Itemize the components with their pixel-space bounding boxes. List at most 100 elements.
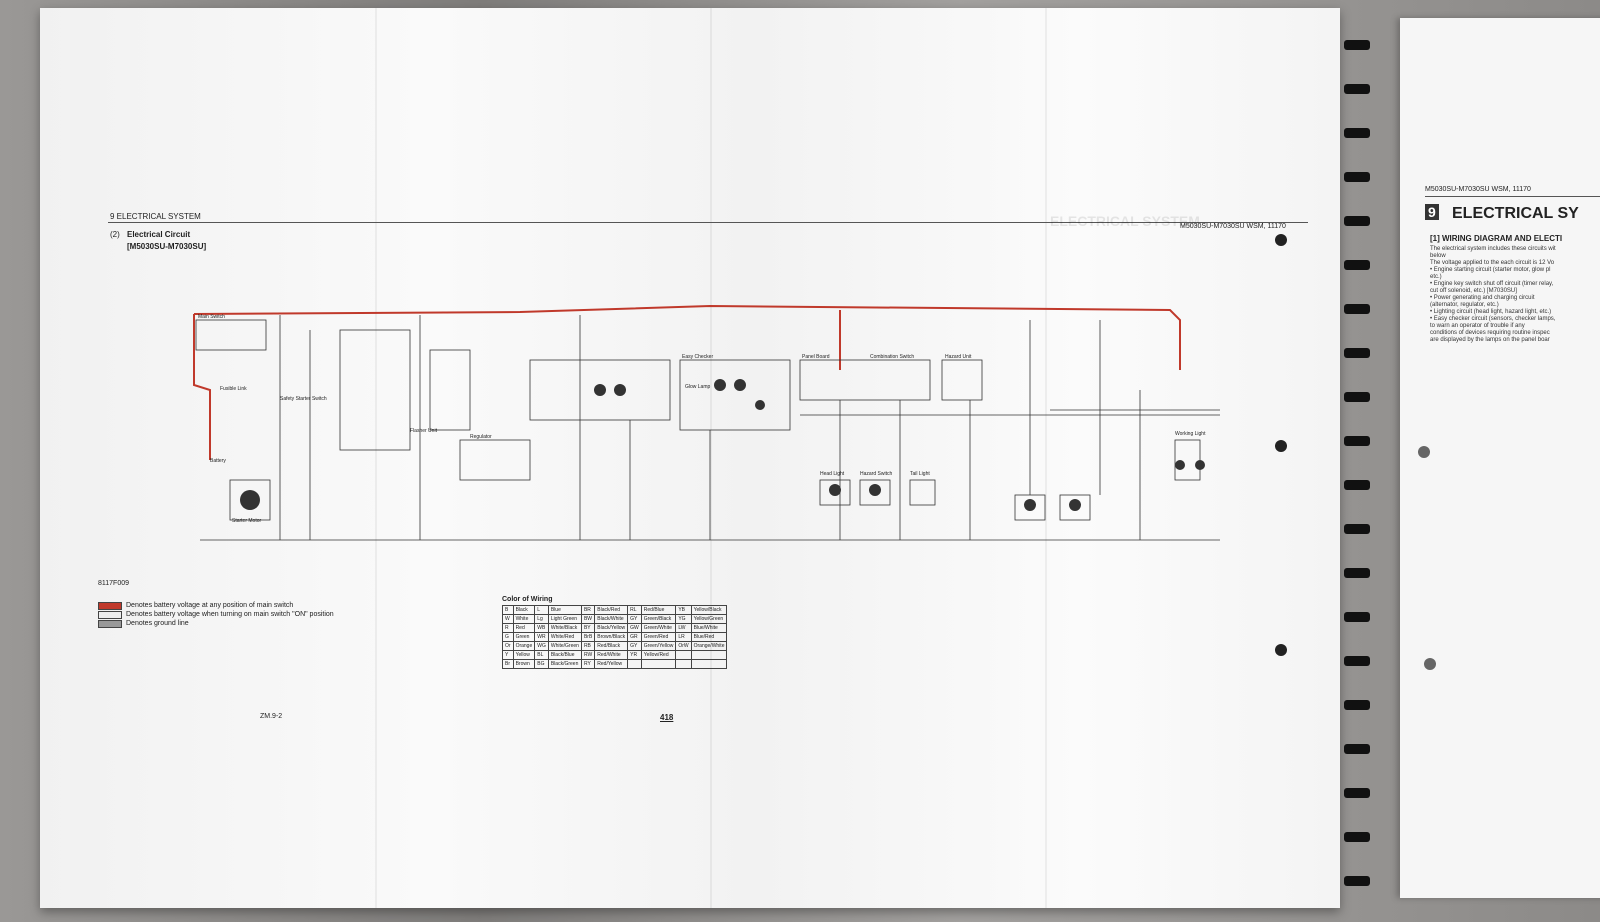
wire-color: Blue/White [690, 623, 728, 633]
body-line: (alternator, regulator, etc.) [1430, 302, 1499, 308]
wire-color: Yellow/Red [640, 650, 677, 660]
wire-code: R [502, 623, 514, 633]
wire-code: BW [580, 614, 596, 624]
binding-coil [1344, 348, 1370, 358]
wire-code: W [502, 614, 514, 624]
right-page-header: M5030SU-M7030SU WSM, 11170 [1425, 186, 1531, 193]
wire-color: Red/Blue [640, 605, 677, 615]
legend-text: Denotes ground line [126, 620, 189, 627]
wire-color: Blue [547, 605, 582, 615]
binding-hole [1424, 658, 1436, 670]
wire-code: YB [675, 605, 692, 615]
figure-code: 8117F009 [98, 580, 130, 587]
wire-code: BL [534, 650, 549, 660]
diagram-label: Easy Checker [682, 354, 713, 360]
binding-coil [1344, 128, 1370, 138]
legend-text: Denotes battery voltage when turning on … [126, 611, 334, 618]
wire-color [690, 650, 728, 660]
wire-code: Or [502, 641, 514, 651]
page-label: ZM.9-2 [260, 713, 283, 720]
wire-color: Green/Yellow [640, 641, 677, 651]
diagram-label: Regulator [470, 434, 492, 440]
wire-color: Red/White [594, 650, 629, 660]
body-line: below [1430, 253, 1446, 259]
binding-coil [1344, 436, 1370, 446]
wire-code: BR [580, 605, 596, 615]
wire-color [640, 659, 677, 669]
binding-coil [1344, 700, 1370, 710]
binding-coil [1344, 260, 1370, 270]
wire-color: Yellow/Black [690, 605, 728, 615]
wire-color [690, 659, 728, 669]
binding-coil [1344, 84, 1370, 94]
diagram-label: Hazard Switch [860, 471, 892, 477]
right-body: The electrical system includes these cir… [1430, 246, 1600, 344]
wire-code: BY [580, 623, 596, 633]
binding-coil [1344, 216, 1370, 226]
wire-color: Blue/Red [690, 632, 728, 642]
wire-code [675, 650, 692, 660]
wire-code: G [502, 632, 514, 642]
wire-color: White [512, 614, 536, 624]
wire-code: RL [627, 605, 642, 615]
diagram-label: Battery [210, 458, 226, 464]
wire-code: L [534, 605, 549, 615]
body-line: to warn an operator of trouble if any [1430, 323, 1525, 329]
wire-color: Brown [512, 659, 536, 669]
section-header: 9 ELECTRICAL SYSTEM [110, 212, 201, 221]
wire-color: Light Green [547, 614, 582, 624]
diagram-label: Starter Motor [232, 518, 262, 524]
body-line: etc.) [1430, 274, 1442, 280]
binding-hole [1275, 644, 1287, 656]
diagram-label: Head Light [820, 471, 845, 477]
diagram-label: Flasher Unit [410, 428, 438, 434]
wire-color: Green/Red [640, 632, 677, 642]
diagram-label: Main Switch [198, 314, 225, 320]
binding-coil [1344, 480, 1370, 490]
wire-code: GW [627, 623, 642, 633]
binding-coil [1344, 876, 1370, 886]
wire-color: Green/White [640, 623, 677, 633]
wire-code: GR [627, 632, 642, 642]
wire-code: LR [675, 632, 692, 642]
wire-code: RY [580, 659, 596, 669]
diagram-label: Fusible Link [220, 386, 247, 392]
legend-swatch-on [98, 611, 122, 619]
wire-color: Orange [512, 641, 536, 651]
body-line: cut off solenoid, etc.) [M7030SU] [1430, 288, 1517, 294]
page-number: 418 [660, 713, 674, 722]
wire-code: Br [502, 659, 514, 669]
wire-color: Brown/Black [594, 632, 629, 642]
body-line: The voltage applied to the each circuit … [1430, 260, 1555, 266]
right-page: M5030SU-M7030SU WSM, 11170 9 ELECTRICAL … [1400, 18, 1600, 898]
binding-coil [1344, 40, 1370, 50]
binding-hole [1275, 234, 1287, 246]
header-rule [108, 222, 1308, 223]
body-line: • Engine key switch shut off circuit (ti… [1430, 281, 1554, 287]
legend-swatch-battery [98, 602, 122, 610]
binding-hole [1275, 440, 1287, 452]
wire-code [675, 659, 692, 669]
wire-color: Black/White [594, 614, 629, 624]
wire-color: Yellow/Green [690, 614, 728, 624]
body-line: • Easy checker circuit (sensors, checker… [1430, 316, 1556, 322]
wire-color: Green [512, 632, 536, 642]
wire-code: YG [675, 614, 692, 624]
model-bracket: [M5030SU-M7030SU] [127, 242, 207, 251]
wire-code: WB [534, 623, 549, 633]
wire-code: Lg [534, 614, 549, 624]
wire-code: RB [580, 641, 596, 651]
wire-color: Black/Yellow [594, 623, 629, 633]
body-line: conditions of devices requiring routine … [1430, 330, 1550, 336]
foldout-sheet: 9 ELECTRICAL SYSTEM M5030SU-M7030SU WSM,… [40, 8, 1340, 908]
diagram-label: Tail Light [910, 471, 930, 477]
wire-code: WG [534, 641, 549, 651]
wire-code: Y [502, 650, 514, 660]
body-line: are displayed by the lamps on the panel … [1430, 337, 1550, 343]
diagram-label: Hazard Unit [945, 354, 972, 360]
wire-code: B [502, 605, 514, 615]
